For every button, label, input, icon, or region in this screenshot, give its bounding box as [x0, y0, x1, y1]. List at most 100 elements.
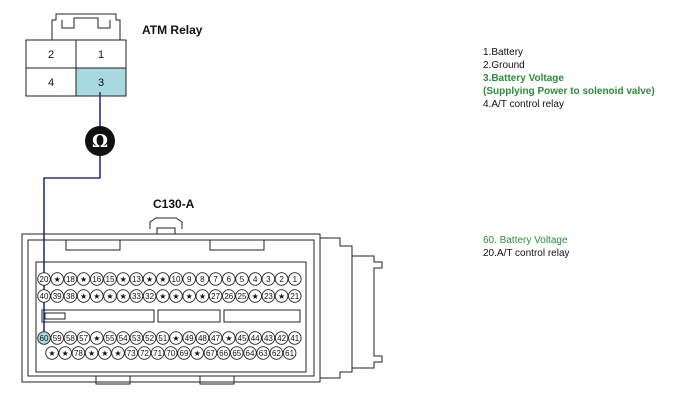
pin-circle	[129, 289, 144, 303]
pin-label: ★	[159, 292, 166, 301]
pin-circle	[222, 289, 236, 303]
pin-circle	[50, 331, 64, 345]
pin-label: ★	[186, 292, 193, 301]
pin-circle	[156, 272, 170, 286]
pin-label: 52	[145, 334, 154, 343]
pin-circle	[261, 331, 276, 345]
pin-label: ★	[159, 275, 166, 284]
pin-circle	[182, 289, 196, 303]
pin-circle	[235, 272, 249, 286]
pin-circle	[274, 272, 289, 286]
pin-circle	[103, 272, 117, 286]
pin-circle	[116, 272, 130, 286]
pin-label: 47	[211, 334, 220, 343]
pin-circle	[243, 346, 257, 360]
pin-label: 26	[224, 292, 233, 301]
pin-label: 69	[180, 349, 189, 358]
pin-circle	[288, 289, 302, 303]
pin-circle	[84, 346, 99, 360]
pin-label: 23	[264, 292, 273, 301]
pin-circle	[63, 331, 78, 345]
pin-label: 44	[251, 334, 260, 343]
pin-label: 64	[246, 349, 255, 358]
pin-circle	[248, 272, 262, 286]
pin-label: 58	[66, 334, 75, 343]
pin-label: 65	[232, 349, 241, 358]
pin-circle	[71, 346, 86, 360]
ohm-meter: Ω	[85, 126, 115, 156]
pin-circle	[190, 346, 204, 360]
pin-label: 71	[153, 349, 162, 358]
pin-circle	[208, 272, 223, 286]
pin-circle	[156, 331, 170, 345]
pin-label: 66	[219, 349, 228, 358]
pin-circle	[37, 272, 51, 286]
pin-circle	[164, 346, 178, 360]
pin-circle	[116, 289, 130, 303]
pin-label: 10	[172, 275, 181, 284]
pin-circle	[111, 346, 125, 360]
pin-label: ★	[278, 292, 285, 301]
pin-circle	[45, 346, 59, 360]
pin-label: 25	[238, 292, 247, 301]
relay-slot-3: 3	[98, 77, 104, 89]
pin-circle	[274, 289, 289, 303]
pin-circle	[50, 289, 64, 303]
pin-circle	[37, 289, 51, 303]
pin-label: 55	[106, 334, 115, 343]
connector-title: C130-A	[153, 197, 195, 211]
pin-label: 38	[66, 292, 75, 301]
relay-legend-3: 3.Battery Voltage	[483, 73, 564, 84]
pin-label: 51	[158, 334, 167, 343]
pin-circle	[235, 289, 249, 303]
relay-legend-2: 2.Ground	[483, 60, 525, 71]
pin-label: 33	[132, 292, 141, 301]
relay-title: ATM Relay	[142, 23, 203, 37]
svg-text:Ω: Ω	[92, 131, 108, 152]
pin-label: ★	[114, 349, 121, 358]
pin-circle	[63, 272, 78, 286]
pin-circle	[248, 331, 262, 345]
ohm-meter-icon	[85, 126, 115, 156]
pin-label: 9	[187, 275, 192, 284]
pin-circle	[58, 346, 72, 360]
pin-circle	[195, 331, 210, 345]
relay-legend-4: (Supplying Power to solenoid valve)	[483, 86, 655, 97]
pin-label: 48	[198, 334, 207, 343]
pin-circle	[195, 272, 210, 286]
pin-label: ★	[172, 334, 179, 343]
pin-label: ★	[54, 275, 61, 284]
relay-legend-1: 1.Battery	[483, 47, 524, 58]
pin-label: ★	[106, 292, 113, 301]
pin-circle	[288, 331, 302, 345]
pin-label: 57	[79, 334, 88, 343]
pin-circle	[261, 289, 276, 303]
atm-relay: 2 1 4 3	[25, 13, 127, 97]
pin-label: ★	[101, 349, 108, 358]
pin-circle	[137, 346, 152, 360]
pin-circle	[103, 331, 117, 345]
pin-label: 7	[213, 275, 218, 284]
pin-label: 3	[266, 275, 271, 284]
pin-label: 16	[92, 275, 101, 284]
pin-circle	[116, 331, 130, 345]
pin-label: ★	[120, 292, 127, 301]
pin-label: 49	[185, 334, 194, 343]
pin-circle	[216, 346, 231, 360]
pin-circle	[76, 289, 91, 303]
pin-label: 73	[127, 349, 136, 358]
pin-label: 70	[166, 349, 175, 358]
pin-circle	[169, 289, 183, 303]
pin-circle	[208, 289, 223, 303]
relay-slot-1: 1	[98, 49, 104, 61]
pin-circle	[90, 272, 104, 286]
relay-slot-2: 2	[48, 49, 54, 61]
pin-circle	[222, 272, 236, 286]
pin-label: 61	[285, 349, 294, 358]
pin-label: 67	[206, 349, 215, 358]
pin-label: 4	[253, 275, 258, 284]
pin-label: ★	[88, 349, 95, 358]
pin-label: ★	[93, 334, 100, 343]
pin-label: 13	[132, 275, 141, 284]
